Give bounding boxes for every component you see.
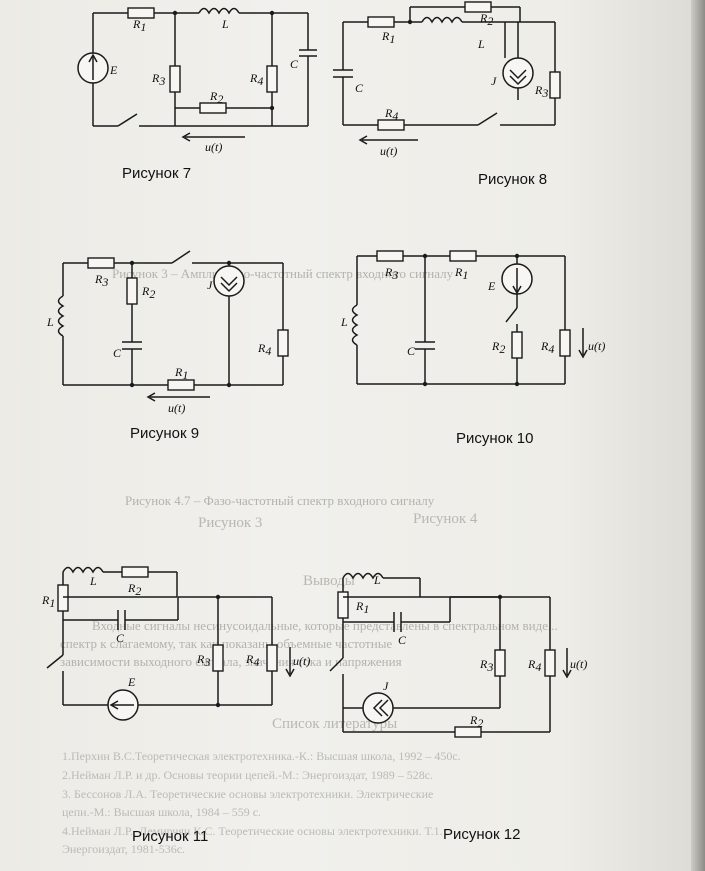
label-r2: R2 <box>141 284 155 301</box>
label-r3: R3 <box>151 71 165 88</box>
caption-figure-7: Рисунок 7 <box>122 165 192 182</box>
label-r4: R4 <box>249 71 263 88</box>
switch <box>46 654 64 669</box>
label-r3: R3 <box>196 652 210 669</box>
label-c: C <box>290 57 299 71</box>
inductor-l <box>198 7 240 15</box>
label-e: E <box>109 63 118 77</box>
ghost-line: Выводы <box>303 573 355 589</box>
switch <box>329 657 344 672</box>
caption-figure-8: Рисунок 8 <box>478 171 548 188</box>
label-r4: R4 <box>384 106 398 123</box>
ghost-line: Рисунок 3 <box>198 515 263 531</box>
label-ut: u(t) <box>168 401 185 415</box>
label-r1: R1 <box>355 599 369 616</box>
label-c: C <box>116 631 125 645</box>
ghost-line: Список литературы <box>272 716 398 732</box>
switch <box>117 113 138 127</box>
switch <box>171 250 191 264</box>
label-l: L <box>340 315 348 329</box>
ghost-line: 4.Нейман Л.Р., Демирчян К.С. Теоретическ… <box>62 824 443 838</box>
ghost-line: Рисунок 4 <box>413 511 478 527</box>
label-j: J <box>491 74 497 88</box>
label-j: J <box>207 278 213 292</box>
inductor-l <box>57 295 65 337</box>
switch <box>505 307 518 323</box>
current-source-j <box>362 692 394 724</box>
ghost-line: зависимости выходного сигнала, значения … <box>60 654 402 669</box>
ghost-line: 3. Бессонов Л.А. Теоретические основы эл… <box>62 787 434 801</box>
caption-figure-10: Рисунок 10 <box>456 430 534 447</box>
caption-figure-11: Рисунок 11 <box>132 828 209 845</box>
label-l: L <box>477 37 485 51</box>
label-r2: R2 <box>479 11 493 28</box>
inductor-l <box>342 572 384 580</box>
caption-figure-9: Рисунок 9 <box>130 425 200 442</box>
label-r1: R1 <box>41 593 55 610</box>
label-l: L <box>221 17 229 31</box>
inductor-l <box>351 304 359 346</box>
label-r2: R2 <box>127 581 141 598</box>
label-r1: R1 <box>132 17 146 34</box>
label-c: C <box>355 81 364 95</box>
ghost-line: спектр к слагаемому, так как показаны об… <box>60 636 393 651</box>
label-l: L <box>89 574 97 588</box>
label-r3: R3 <box>534 83 548 100</box>
label-ut: u(t) <box>588 339 605 353</box>
label-r3: R3 <box>384 265 398 282</box>
caption-figure-12: Рисунок 12 <box>443 826 521 843</box>
ghost-line: Рисунок 4.7 – Фазо-частотный спектр вход… <box>125 493 435 508</box>
label-ut: u(t) <box>380 144 397 158</box>
resistor-r3 <box>494 649 506 677</box>
ghost-line: цепи.-М.: Высшая школа, 1984 – 559 с. <box>62 805 262 819</box>
label-r4: R4 <box>245 652 259 669</box>
inductor-l <box>62 566 104 574</box>
label-ut: u(t) <box>205 140 222 154</box>
switch <box>477 112 498 126</box>
ghost-line: Энергоиздат, 1981-536с. <box>62 842 186 856</box>
label-ut: u(t) <box>293 654 310 668</box>
label-j: J <box>383 679 389 693</box>
label-r3: R3 <box>94 272 108 289</box>
label-r4: R4 <box>527 657 541 674</box>
label-r2: R2 <box>491 339 505 356</box>
label-c: C <box>407 344 416 358</box>
label-r2: R2 <box>209 89 223 106</box>
label-r4: R4 <box>540 339 554 356</box>
inductor-l <box>421 16 463 24</box>
label-r3: R3 <box>479 657 493 674</box>
label-r1: R1 <box>174 365 188 382</box>
label-e: E <box>487 279 496 293</box>
label-r1: R1 <box>381 29 395 46</box>
label-r4: R4 <box>257 341 271 358</box>
label-ut: u(t) <box>570 657 587 671</box>
label-l: L <box>373 573 381 587</box>
ghost-line: 2.Нейман Л.Р. и др. Основы теории цепей.… <box>62 768 434 782</box>
label-e: E <box>127 675 136 689</box>
ghost-line: 1.Перхин В.С.Теоретическая электротехник… <box>62 749 461 763</box>
resistor-r4 <box>544 649 556 677</box>
label-r2: R2 <box>469 713 483 730</box>
label-c: C <box>398 633 407 647</box>
label-c: C <box>113 346 122 360</box>
page-binding-shadow <box>691 0 705 871</box>
resistor-r1 <box>337 591 349 619</box>
label-l: L <box>46 315 54 329</box>
label-r1: R1 <box>454 265 468 282</box>
